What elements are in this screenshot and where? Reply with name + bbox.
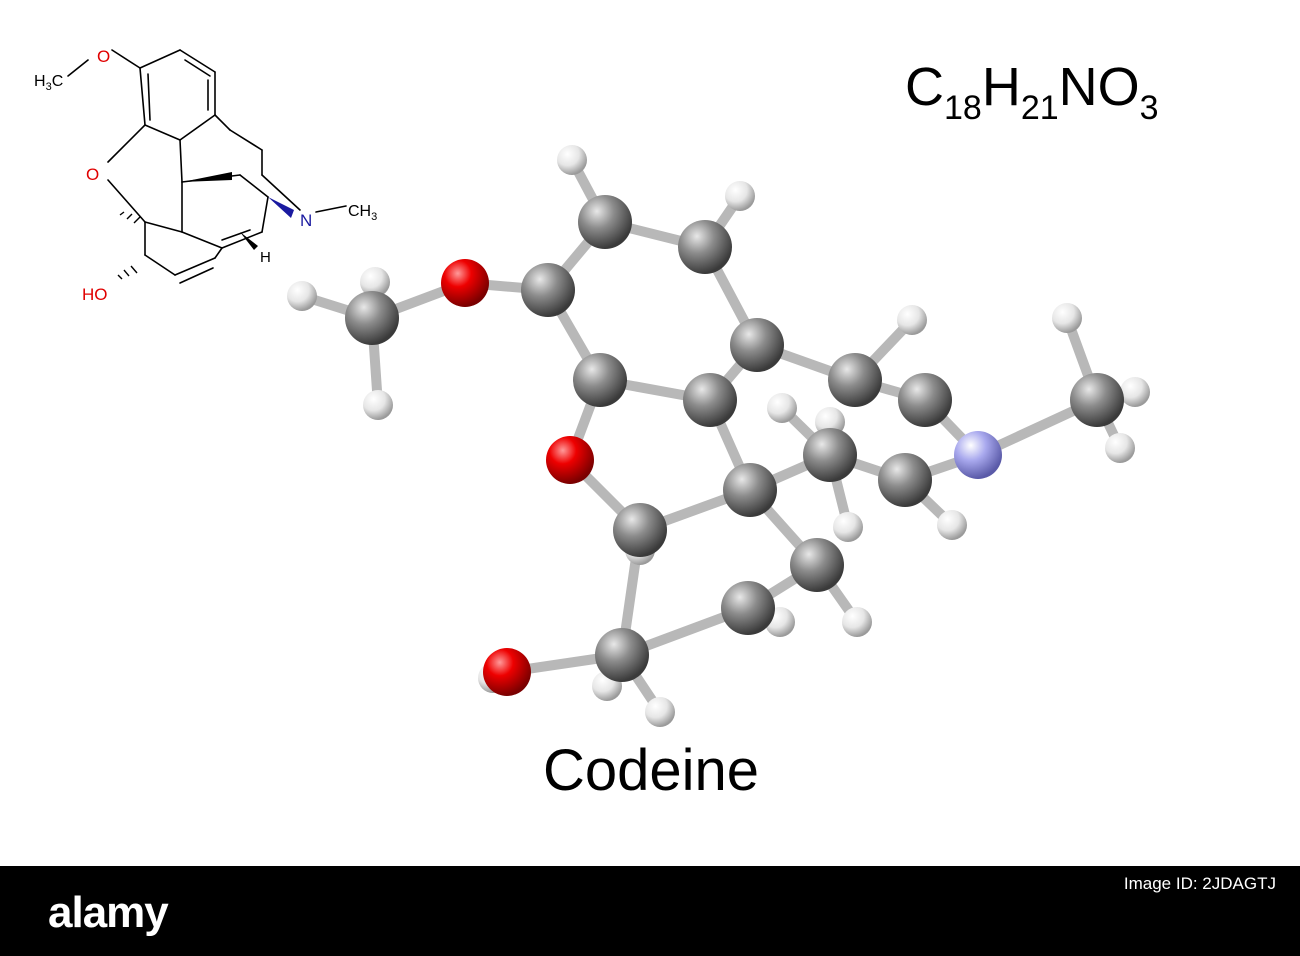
carbon-atom — [723, 463, 777, 517]
hydrogen-atom — [725, 181, 755, 211]
hydrogen-atom — [1120, 377, 1150, 407]
carbon-atom — [613, 503, 667, 557]
carbon-atom — [721, 581, 775, 635]
carbon-atom — [578, 195, 632, 249]
carbon-atom — [898, 373, 952, 427]
methyl-ch3-label: CH3 — [348, 203, 377, 223]
hydrogen-atom — [1052, 303, 1082, 333]
formula-subscript: 18 — [944, 89, 982, 127]
hydrogen-atom — [842, 607, 872, 637]
carbon-atom — [595, 628, 649, 682]
molecular-formula: C18H21NO3 — [905, 60, 1159, 125]
hydrogen-atom — [645, 697, 675, 727]
hydrogen-atom — [833, 512, 863, 542]
formula-subscript: 3 — [1139, 89, 1159, 127]
hydrogen-atom — [767, 393, 797, 423]
methoxy-oxygen-label: O — [97, 47, 110, 66]
skeletal-formula: O H3C O HO N CH3 H — [34, 47, 377, 304]
formula-element-o: O — [1097, 57, 1140, 117]
oxygen-atom — [483, 648, 531, 696]
carbon-atom — [521, 263, 575, 317]
hydrogen-atom — [363, 390, 393, 420]
oxygen-atom — [441, 259, 489, 307]
hydrogen-atom — [360, 267, 390, 297]
formula-element-c: C — [905, 57, 944, 117]
carbon-atom — [828, 353, 882, 407]
formula-element-h: H — [981, 57, 1021, 117]
carbon-atom — [573, 353, 627, 407]
carbon-atom — [678, 220, 732, 274]
footer-bar: alamy Image ID: 2JDAGTJ — [0, 866, 1300, 956]
image-id-label: Image ID: 2JDAGTJ — [1123, 874, 1276, 893]
oxygen-atom — [546, 436, 594, 484]
formula-element-n: N — [1058, 57, 1098, 117]
nitrogen-atom — [954, 431, 1002, 479]
carbon-atom — [683, 373, 737, 427]
carbon-atom — [790, 538, 844, 592]
hydrogen-atom — [897, 305, 927, 335]
hydroxyl-label: HO — [82, 285, 108, 304]
methyl-h3c-label: H3C — [34, 73, 63, 93]
nitrogen-label: N — [300, 211, 312, 230]
hydrogen-label: H — [260, 249, 271, 266]
brand-logo: alamy — [48, 888, 169, 937]
ring-oxygen-label: O — [86, 165, 99, 184]
carbon-atom — [803, 428, 857, 482]
carbon-atom — [878, 453, 932, 507]
image-canvas: O H3C O HO N CH3 H C18H21NO3 Codeine — [34, 47, 1159, 803]
carbon-atom — [730, 318, 784, 372]
ball-and-stick-model — [287, 145, 1150, 727]
compound-name: Codeine — [543, 738, 760, 803]
hydrogen-atom — [557, 145, 587, 175]
carbon-atom — [345, 291, 399, 345]
hydrogen-atom — [937, 510, 967, 540]
hydrogen-atom — [287, 281, 317, 311]
hydrogen-atom — [1105, 433, 1135, 463]
carbon-atom — [1070, 373, 1124, 427]
formula-subscript: 21 — [1020, 89, 1059, 127]
